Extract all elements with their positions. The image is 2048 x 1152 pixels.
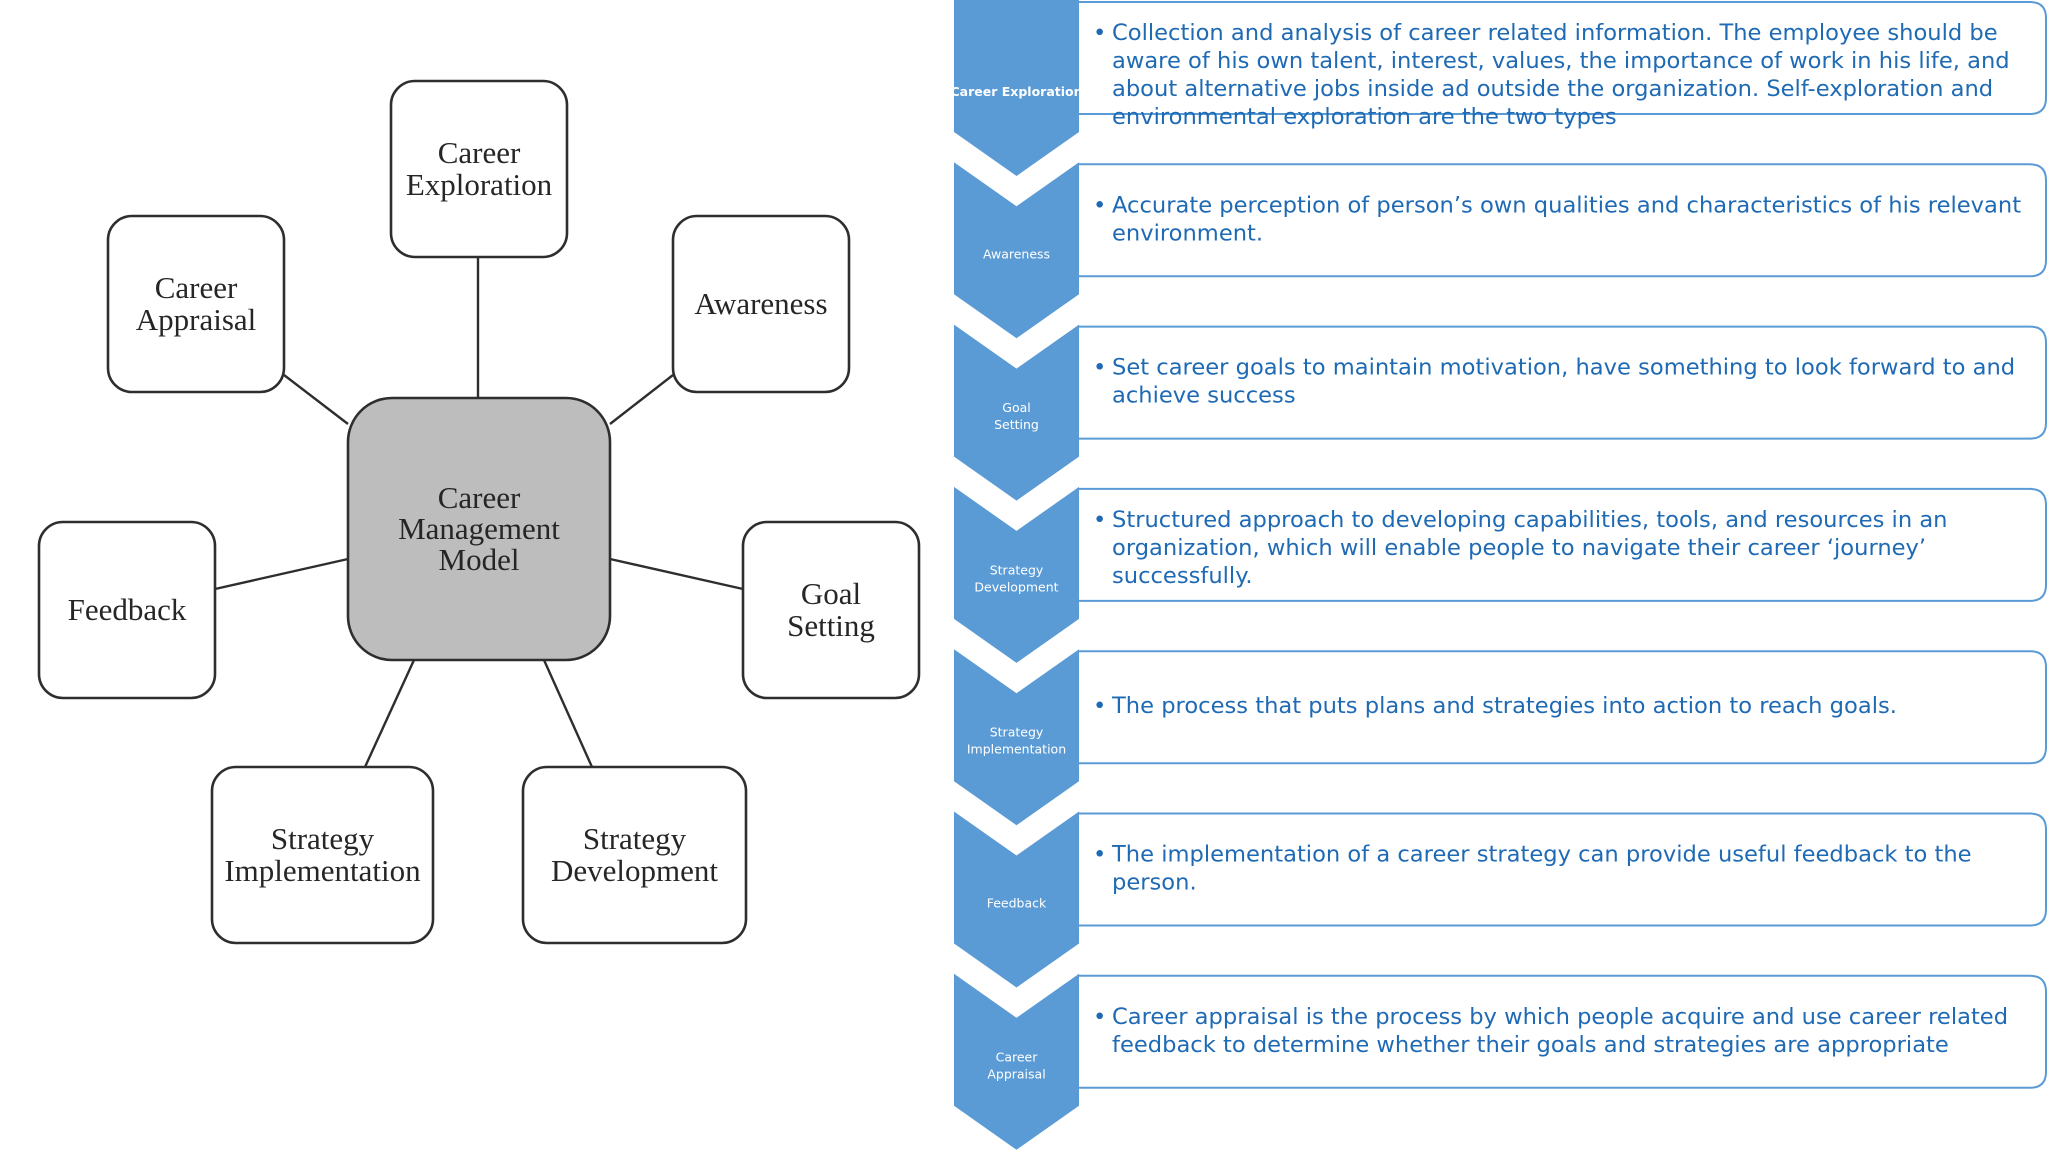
description-career-exploration: Collection and analysis of career relate… [1112,20,2010,130]
bullet-strategy-development: • [1093,507,1106,533]
process-flow: Career Exploration•Collection and analys… [950,0,2047,1150]
node-label-awareness: Awareness [694,286,827,321]
center-node-box [346,396,612,662]
description-feedback: The implementation of a career strategy … [1111,842,1972,896]
bullet-career-exploration: • [1093,20,1106,46]
bullet-awareness: • [1093,192,1106,218]
chevron-career-appraisal [954,973,1079,1150]
chevron-label-career-exploration: Career Exploration [950,84,1082,99]
node-box-feedback [37,520,217,700]
process-stage-feedback: Feedback •The implementation of a career … [954,811,2047,988]
chevron-label-feedback: Feedback [987,896,1047,911]
detail-panel-career-appraisal [1079,974,2047,1089]
bullet-strategy-implementation: • [1093,693,1106,719]
node-box-career-appraisal [106,214,286,394]
connector-strategy-development [542,659,594,768]
chevron-strategy-implementation [954,649,1079,826]
bullet-feedback: • [1093,842,1106,868]
chevron-goal-setting [954,324,1079,501]
detail-panel-awareness [1079,163,2047,278]
chevron-career-exploration [954,0,1079,176]
node-label-feedback: Feedback [68,592,187,627]
connector-feedback [214,557,349,591]
bullet-career-appraisal: • [1093,1004,1106,1030]
bullet-goal-setting: • [1093,355,1106,381]
detail-panel-feedback [1079,812,2047,927]
connector-awareness [609,374,674,425]
description-career-appraisal: Career appraisal is the process by which… [1112,1004,2008,1058]
description-strategy-implementation: The process that puts plans and strategi… [1111,693,1897,719]
detail-panel-career-exploration [1079,1,2047,115]
chevron-strategy-development [954,486,1079,663]
chevron-feedback [954,811,1079,988]
description-goal-setting: Set career goals to maintain motivation,… [1112,355,2015,409]
node-box-strategy-development [521,765,748,945]
description-strategy-development: Structured approach to developing capabi… [1112,507,1948,589]
node-box-career-exploration [389,79,569,259]
node-box-awareness [671,214,851,394]
detail-panel-strategy-implementation [1079,650,2047,765]
connector-career-appraisal [283,374,349,425]
connector-goal-setting [609,557,744,591]
node-box-strategy-implementation [210,765,435,945]
process-stage-awareness: Awareness •Accurate perception of person’… [954,162,2047,339]
connector-strategy-implementation [363,659,416,768]
detail-panel-goal-setting [1079,325,2047,440]
chevron-label-awareness: Awareness [983,246,1050,261]
chevron-awareness [954,162,1079,339]
description-awareness: Accurate perception of person’s own qual… [1112,192,2021,246]
node-box-goal-setting [741,520,921,700]
process-stage-career-exploration: Career Exploration •Collection and analys… [950,0,2047,176]
detail-panel-strategy-development [1079,487,2047,602]
